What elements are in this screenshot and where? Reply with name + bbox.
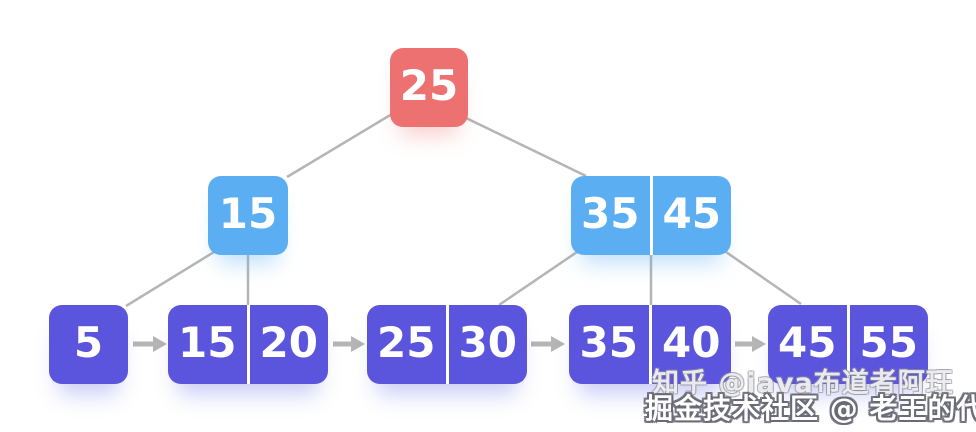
key-cell: 35 (579, 318, 638, 367)
key-cell: 5 (73, 318, 104, 367)
key-cell: 55 (846, 305, 929, 384)
key-cell: 35 (581, 189, 640, 238)
key-cell: 45 (649, 176, 732, 255)
arrowhead-2 (351, 336, 365, 352)
leaf-node-35-40: 35 40 (569, 305, 731, 384)
edge-internal3545-to-leaf4555 (725, 250, 802, 306)
key-cell: 45 (778, 318, 837, 367)
leaf-node-15-20: 15 20 (168, 305, 328, 384)
edge-internal15-to-leaf5 (125, 250, 215, 308)
internal-node-15: 15 (208, 176, 288, 255)
edge-root-to-internal-right (463, 115, 587, 178)
edge-internal3545-to-leaf2530 (498, 250, 578, 307)
arrowhead-3 (551, 336, 565, 352)
leaf-node-45-55: 45 55 (768, 305, 928, 384)
key-cell: 15 (178, 318, 237, 367)
juejin-watermark: 掘金技术社区 @ 老王的代码 (645, 392, 976, 425)
leaf-node-5: 5 (49, 305, 128, 384)
internal-node-35-45: 35 45 (571, 176, 731, 255)
key-cell: 15 (218, 189, 278, 238)
key-cell: 40 (648, 305, 732, 384)
key-cell: 25 (399, 61, 459, 110)
arrowhead-4 (752, 336, 766, 352)
key-cell: 20 (246, 305, 329, 384)
arrowhead-1 (153, 336, 167, 352)
root-node-25: 25 (390, 48, 468, 127)
zhihu-watermark: 知乎 @java布道者阿玨 (652, 368, 954, 399)
edge-root-to-internal-left (286, 112, 393, 179)
key-cell: 30 (445, 305, 528, 384)
key-cell: 25 (377, 318, 436, 367)
leaf-node-25-30: 25 30 (367, 305, 527, 384)
